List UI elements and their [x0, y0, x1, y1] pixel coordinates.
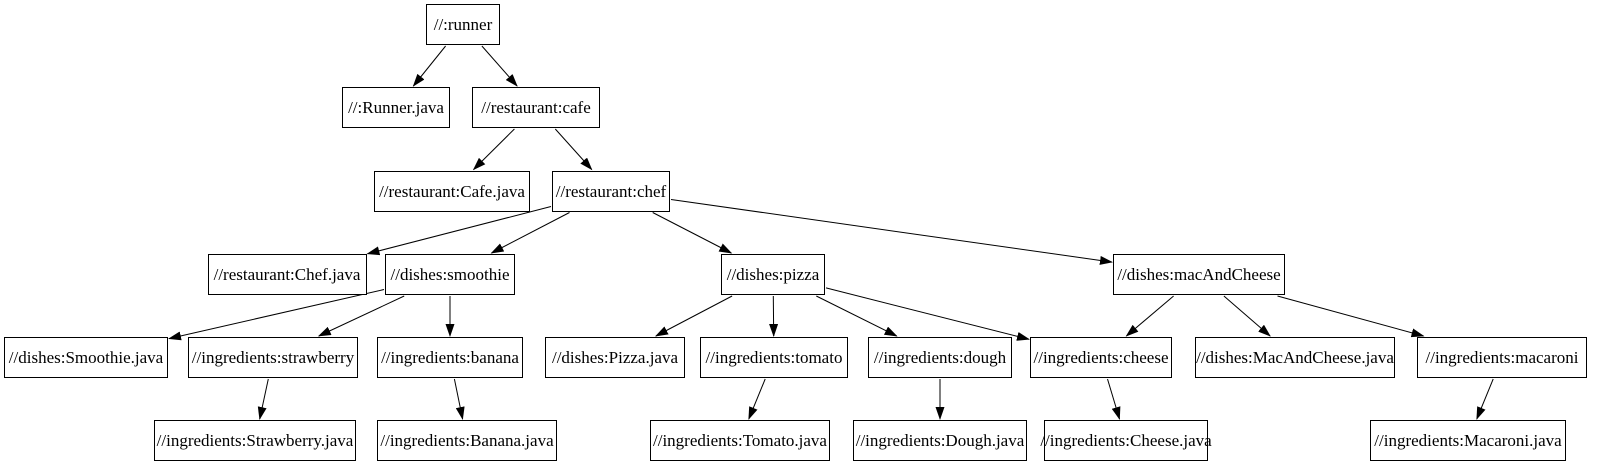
graph-node-label: //:runner [433, 15, 493, 34]
graph-node-label: //restaurant:cafe [481, 98, 591, 117]
graph-node-label: //dishes:Pizza.java [551, 348, 679, 367]
graph-node-label: //ingredients:Macaroni.java [1374, 431, 1562, 450]
edge-tomato-to-tomato-java [748, 378, 766, 420]
graph-node-label: //dishes:MacAndCheese.java [1196, 348, 1394, 367]
graph-node-chef-java: //restaurant:Chef.java [207, 254, 367, 295]
graph-node-chef: //restaurant:chef [552, 170, 670, 212]
graph-node-label: //restaurant:Cafe.java [379, 181, 525, 201]
graph-node-dough-java: //ingredients:Dough.java [853, 420, 1027, 461]
edge-group [168, 45, 1494, 420]
graph-node-smoothie-java: //dishes:Smoothie.java [4, 337, 168, 378]
graph-node-label: //restaurant:Chef.java [213, 265, 361, 284]
graph-node-label: //ingredients:cheese [1033, 348, 1169, 367]
graph-node-smoothie: //dishes:smoothie [385, 254, 515, 295]
graph-node-strawberry: //ingredients:strawberry [188, 337, 358, 378]
edge-runner-to-cafe [481, 45, 518, 87]
graph-node-label: //ingredients:Tomato.java [653, 431, 827, 450]
edge-macandcheese-to-cheese [1125, 295, 1174, 337]
graph-node-label: //ingredients:banana [381, 348, 519, 367]
graph-node-label: //ingredients:dough [873, 348, 1007, 367]
edge-cafe-to-chef [554, 128, 593, 171]
edge-cheese-to-cheese-java [1107, 378, 1121, 420]
edge-chef-to-macandcheese [670, 199, 1113, 265]
edge-pizza-to-pizza-java [655, 295, 733, 337]
graph-node-runner: //:runner [426, 4, 500, 45]
graph-node-cheese-java: //ingredients:Cheese.java [1040, 420, 1212, 461]
graph-node-cafe-java: //restaurant:Cafe.java [374, 170, 530, 212]
edge-pizza-to-dough [816, 295, 898, 337]
graph-node-label: //ingredients:tomato [705, 348, 843, 367]
graph-node-label: //ingredients:Strawberry.java [156, 431, 354, 450]
edge-smoothie-to-smoothie-java [168, 289, 385, 341]
edge-chef-to-pizza [652, 212, 733, 254]
edge-macaroni-to-macaroni-java [1476, 378, 1494, 420]
graph-node-label: //:Runner.java [348, 98, 444, 117]
graph-node-banana: //ingredients:banana [377, 337, 523, 378]
graph-node-macaroni-java: //ingredients:Macaroni.java [1370, 420, 1566, 461]
edge-strawberry-to-strawberry-java [257, 378, 269, 420]
edge-runner-to-runner-java [412, 45, 446, 87]
edge-macandcheese-to-macandcheese-java [1223, 295, 1271, 337]
graph-node-macandcheese: //dishes:macAndCheese [1113, 254, 1285, 295]
graph-node-tomato-java: //ingredients:Tomato.java [650, 420, 830, 461]
graph-node-cheese: //ingredients:cheese [1030, 337, 1172, 378]
edge-chef-to-smoothie [490, 212, 570, 254]
graph-node-label: //ingredients:macaroni [1425, 348, 1579, 367]
graph-node-banana-java: //ingredients:Banana.java [377, 420, 557, 461]
graph-node-label: //restaurant:chef [555, 181, 667, 201]
graph-node-macaroni: //ingredients:macaroni [1417, 337, 1587, 378]
edge-banana-to-banana-java [453, 378, 465, 420]
graph-node-label: //ingredients:Banana.java [380, 431, 554, 450]
graph-node-pizza-java: //dishes:Pizza.java [545, 337, 685, 378]
graph-node-label: //dishes:pizza [726, 265, 820, 284]
graph-node-dough: //ingredients:dough [868, 337, 1012, 378]
graph-node-label: //dishes:smoothie [390, 265, 510, 284]
graph-node-label: //dishes:macAndCheese [1117, 265, 1281, 284]
graph-node-tomato: //ingredients:tomato [700, 337, 848, 378]
edge-smoothie-to-strawberry [317, 295, 405, 337]
graph-node-cafe: //restaurant:cafe [472, 87, 600, 128]
edge-macandcheese-to-macaroni [1277, 295, 1425, 338]
edge-pizza-to-cheese [825, 287, 1030, 341]
graph-node-label: //dishes:Smoothie.java [8, 348, 164, 367]
graph-node-pizza: //dishes:pizza [721, 254, 825, 295]
edge-cafe-to-cafe-java [472, 128, 515, 171]
graph-node-label: //ingredients:Cheese.java [1040, 431, 1212, 450]
graph-node-runner-java: //:Runner.java [342, 87, 450, 128]
edge-chef-to-chef-java [366, 206, 552, 256]
graph-node-strawberry-java: //ingredients:Strawberry.java [154, 420, 356, 461]
graph-node-label: //ingredients:Dough.java [855, 431, 1025, 450]
graph-node-macandcheese-java: //dishes:MacAndCheese.java [1195, 337, 1395, 378]
graph-node-label: //ingredients:strawberry [191, 348, 355, 367]
